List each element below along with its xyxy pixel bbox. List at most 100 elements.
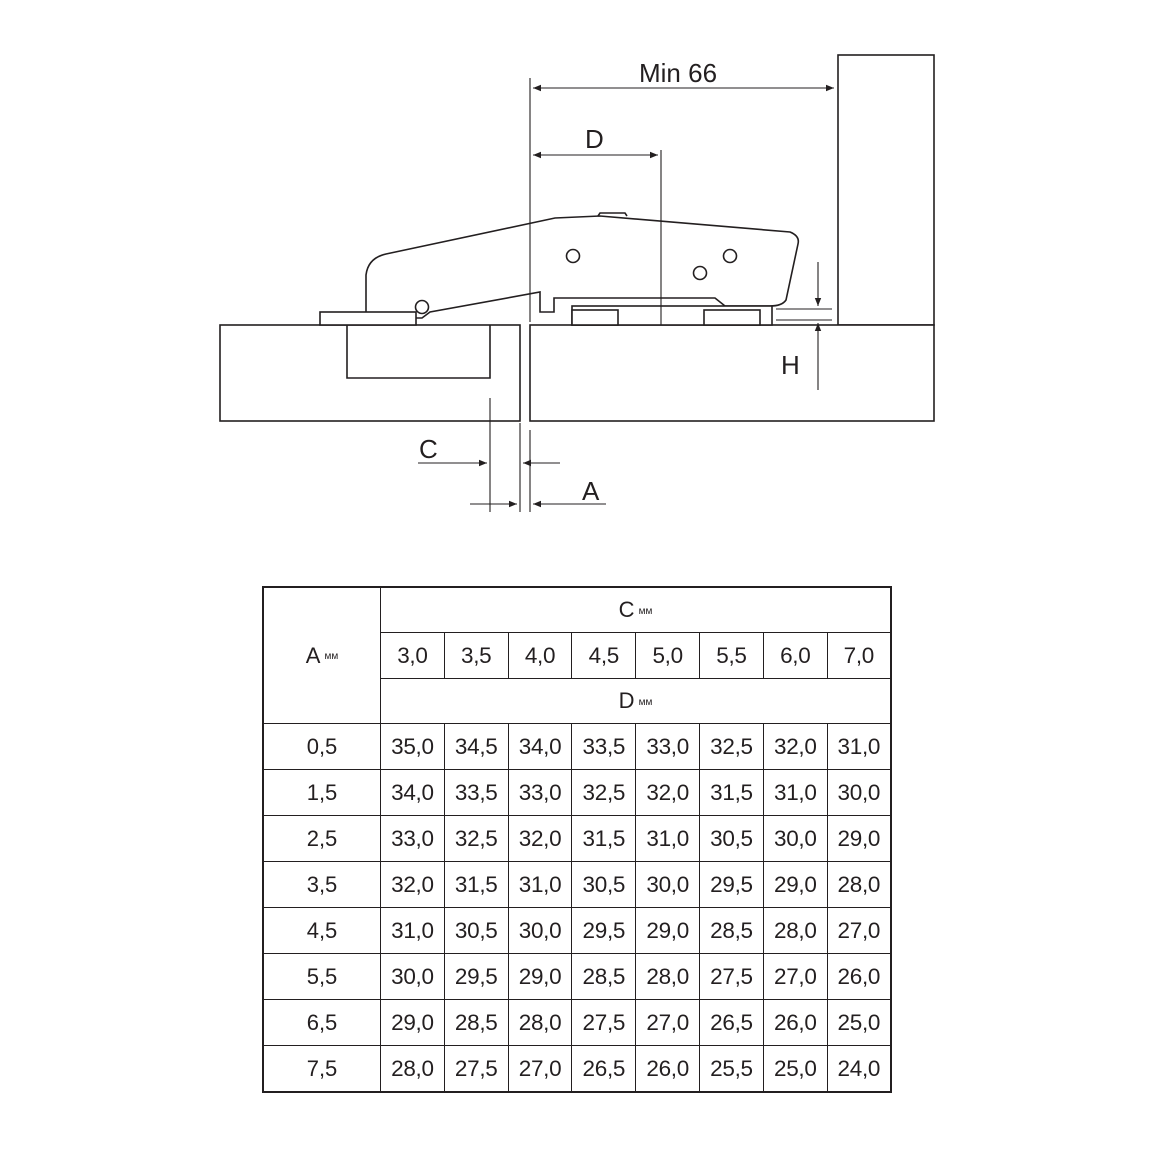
c-value-cell: 3,0 bbox=[380, 632, 445, 679]
c-value-cell: 5,5 bbox=[699, 632, 764, 679]
d-value-cell: 30,0 bbox=[762, 815, 828, 862]
side-panel bbox=[837, 54, 935, 326]
d-value-cell: 28,0 bbox=[826, 861, 892, 908]
d-value-cell: 30,5 bbox=[443, 907, 509, 954]
d-value-cell: 31,0 bbox=[380, 907, 445, 954]
d-value-cell: 34,0 bbox=[507, 723, 573, 770]
d-value-cell: 32,0 bbox=[380, 861, 445, 908]
c-value-cell: 5,0 bbox=[635, 632, 701, 679]
d-value-cell: 33,0 bbox=[380, 815, 445, 862]
d-value-cell: 29,0 bbox=[380, 999, 445, 1046]
d-value-cell: 28,0 bbox=[762, 907, 828, 954]
hinge-rivet bbox=[692, 265, 708, 281]
d-value-cell: 29,5 bbox=[699, 861, 764, 908]
h-label: H bbox=[781, 350, 800, 380]
d-value-cell: 26,0 bbox=[635, 1045, 701, 1093]
d-value-cell: 27,5 bbox=[571, 999, 637, 1046]
d-value-cell: 27,0 bbox=[507, 1045, 573, 1093]
a-value-cell: 1,5 bbox=[262, 769, 381, 816]
d-value-cell: 28,0 bbox=[380, 1045, 445, 1093]
a-value-cell: 4,5 bbox=[262, 907, 381, 954]
d-value-cell: 27,5 bbox=[699, 953, 764, 1000]
a-value-cell: 2,5 bbox=[262, 815, 381, 862]
d-header-unit: мм bbox=[638, 696, 653, 708]
hinge-technical-drawing: Min 66 D C A H bbox=[219, 54, 935, 512]
d-value-cell: 29,0 bbox=[635, 907, 701, 954]
d-value-cell: 30,5 bbox=[571, 861, 637, 908]
hinge-cup bbox=[346, 325, 491, 379]
d-value-cell: 25,0 bbox=[826, 999, 892, 1046]
d-value-cell: 28,5 bbox=[571, 953, 637, 1000]
a-label: A bbox=[582, 476, 600, 506]
d-value-cell: 31,5 bbox=[571, 815, 637, 862]
d-value-cell: 26,0 bbox=[762, 999, 828, 1046]
d-value-cell: 28,0 bbox=[507, 999, 573, 1046]
d-value-cell: 33,0 bbox=[635, 723, 701, 770]
d-value-cell: 33,0 bbox=[507, 769, 573, 816]
d-value-cell: 26,5 bbox=[699, 999, 764, 1046]
d-value-cell: 31,0 bbox=[507, 861, 573, 908]
d-value-cell: 32,0 bbox=[762, 723, 828, 770]
d-value-cell: 29,5 bbox=[571, 907, 637, 954]
c-label: C bbox=[419, 434, 438, 464]
d-value-cell: 27,5 bbox=[443, 1045, 509, 1093]
a-header-unit: мм bbox=[324, 651, 339, 663]
d-value-cell: 27,0 bbox=[826, 907, 892, 954]
d-value-cell: 28,0 bbox=[635, 953, 701, 1000]
a-value-cell: 5,5 bbox=[262, 953, 381, 1000]
c-header-unit: мм bbox=[638, 605, 653, 617]
hinge-rivet bbox=[565, 248, 581, 264]
a-value-cell: 7,5 bbox=[262, 1045, 381, 1093]
hinge-rivet bbox=[414, 299, 430, 315]
d-value-cell: 28,5 bbox=[699, 907, 764, 954]
d-value-cell: 32,0 bbox=[635, 769, 701, 816]
a-value-cell: 3,5 bbox=[262, 861, 381, 908]
c-value-cell: 7,0 bbox=[826, 632, 892, 679]
d-value-cell: 27,0 bbox=[635, 999, 701, 1046]
d-value-cell: 34,0 bbox=[380, 769, 445, 816]
d-value-cell: 24,0 bbox=[826, 1045, 892, 1093]
d-value-cell: 33,5 bbox=[571, 723, 637, 770]
a-header-symbol: A bbox=[305, 642, 321, 668]
c-value-cell: 3,5 bbox=[443, 632, 509, 679]
d-value-cell: 32,0 bbox=[507, 815, 573, 862]
d-value-cell: 27,0 bbox=[762, 953, 828, 1000]
hinge-rivet bbox=[722, 248, 738, 264]
d-value-cell: 25,5 bbox=[699, 1045, 764, 1093]
c-value-cell: 4,5 bbox=[571, 632, 637, 679]
d-value-cell: 31,5 bbox=[699, 769, 764, 816]
d-header-symbol: D bbox=[618, 688, 635, 713]
d-value-cell: 34,5 bbox=[443, 723, 509, 770]
d-value-cell: 31,0 bbox=[826, 723, 892, 770]
d-value-cell: 30,0 bbox=[826, 769, 892, 816]
c-value-cell: 6,0 bbox=[762, 632, 828, 679]
c-header-symbol: C bbox=[618, 597, 635, 622]
d-value-cell: 29,0 bbox=[507, 953, 573, 1000]
d-value-cell: 30,5 bbox=[699, 815, 764, 862]
d-value-cell: 29,0 bbox=[762, 861, 828, 908]
d-value-cell: 26,0 bbox=[826, 953, 892, 1000]
a-value-cell: 0,5 bbox=[262, 723, 381, 770]
d-value-cell: 30,0 bbox=[380, 953, 445, 1000]
cabinet-panel bbox=[529, 324, 935, 422]
d-value-cell: 31,5 bbox=[443, 861, 509, 908]
d-value-cell: 32,5 bbox=[699, 723, 764, 770]
d-value-cell: 32,5 bbox=[443, 815, 509, 862]
d-value-cell: 31,0 bbox=[635, 815, 701, 862]
cup-flange bbox=[319, 311, 417, 326]
min-width-label: Min 66 bbox=[639, 58, 717, 88]
d-value-cell: 31,0 bbox=[762, 769, 828, 816]
c-value-cell: 4,0 bbox=[507, 632, 573, 679]
d-value-cell: 25,0 bbox=[762, 1045, 828, 1093]
d-value-cell: 32,5 bbox=[571, 769, 637, 816]
